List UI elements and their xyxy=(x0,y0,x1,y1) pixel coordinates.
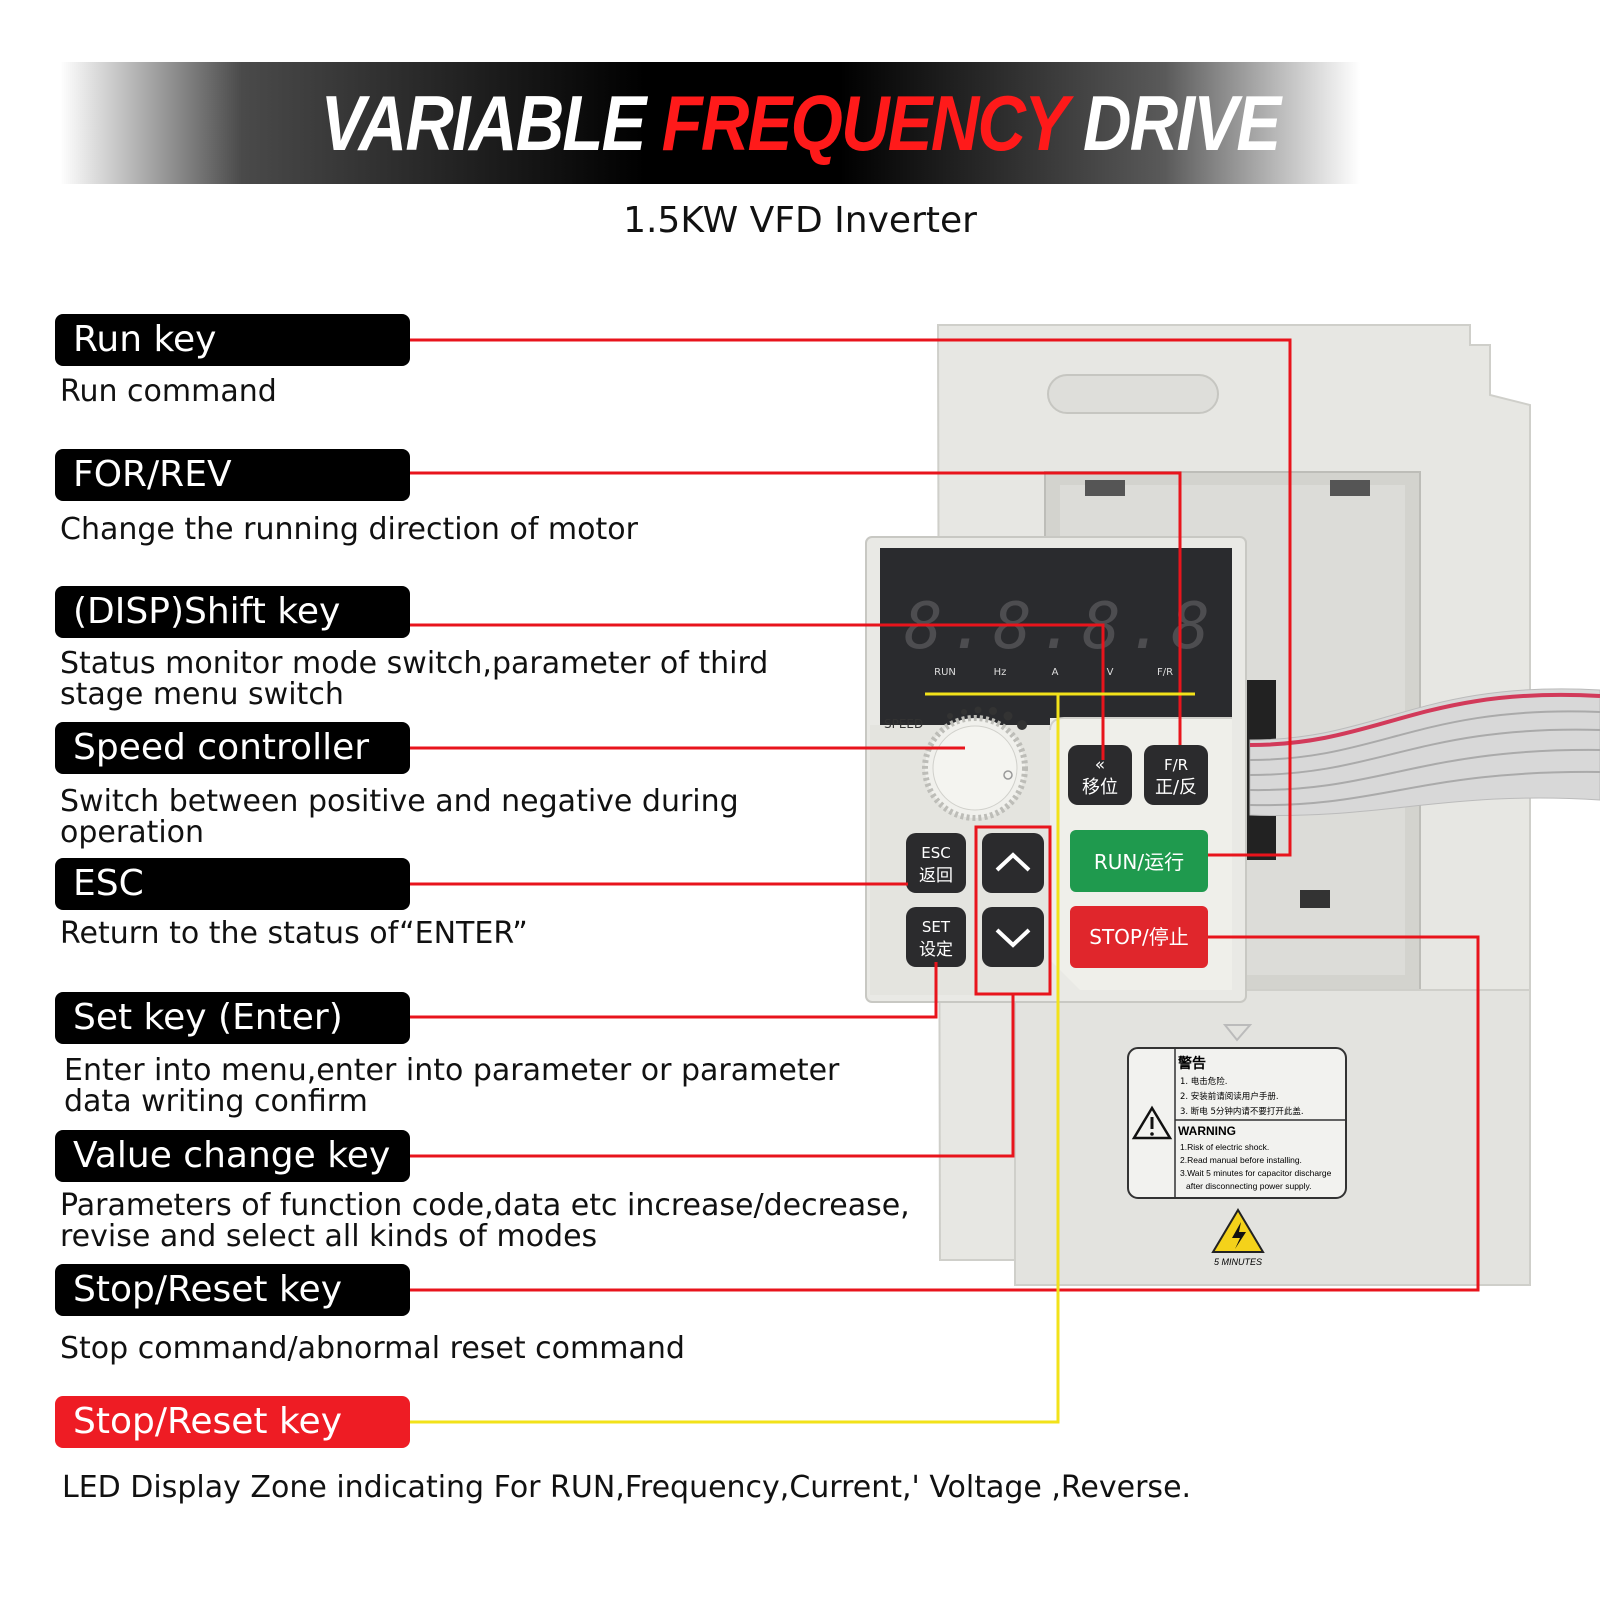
callout-run-key-desc: Run command xyxy=(60,374,277,409)
warning-caption: 5 MINUTES xyxy=(1214,1257,1262,1267)
fr-key-sublabel: 正/反 xyxy=(1155,777,1197,798)
set-key[interactable]: SET 设定 xyxy=(906,907,966,967)
callout-shift-key: (DISP)Shift key xyxy=(55,586,410,638)
warning-label: 警告 1. 电击危险. 2. 安装前请阅读用户手册. 3. 断电 5分钟内请不要… xyxy=(1127,1047,1347,1267)
electric-hazard-icon xyxy=(1131,1105,1173,1140)
callout-stop-reset-key: Stop/Reset key xyxy=(55,1264,410,1316)
page-title: VARIABLE FREQUENCY DRIVE xyxy=(320,79,1282,167)
leader-lines xyxy=(410,338,1480,1292)
up-key[interactable] xyxy=(982,833,1044,893)
callout-esc-desc: Return to the status of“ENTER” xyxy=(60,916,528,951)
leader-set xyxy=(410,962,938,1019)
callout-set-key-desc: Enter into menu,enter into parameter or … xyxy=(64,1053,840,1119)
callout-esc: ESC xyxy=(55,858,410,910)
warning-en-line: after disconnecting power supply. xyxy=(1186,1181,1312,1191)
fr-key-label: F/R xyxy=(1164,756,1188,774)
callout-set-key: Set key (Enter) xyxy=(55,992,410,1044)
leader-for-rev xyxy=(410,471,1182,745)
led-display: 8.8.8.8 RUN Hz A V F/R xyxy=(904,590,1216,678)
leader-stop xyxy=(410,935,1480,1292)
callout-stop-reset-key-desc: Stop command/abnormal reset command xyxy=(60,1331,685,1366)
shift-key-symbol: « xyxy=(1095,755,1105,775)
esc-key-sublabel: 返回 xyxy=(919,866,953,886)
set-key-label: SET xyxy=(922,918,951,936)
chevron-up-icon xyxy=(995,852,1031,872)
callout-led-display-desc: LED Display Zone indicating For RUN,Freq… xyxy=(62,1470,1192,1505)
callout-value-change-key: Value change key xyxy=(55,1130,410,1182)
high-voltage-icon xyxy=(1211,1208,1265,1253)
chevron-down-icon xyxy=(995,928,1031,948)
set-key-sublabel: 设定 xyxy=(919,940,953,960)
speed-label: SPEED xyxy=(884,717,923,731)
run-key-label: RUN/运行 xyxy=(1094,850,1184,874)
warning-cn-line: 1. 电击危险. xyxy=(1180,1076,1228,1087)
leader-value xyxy=(410,994,1015,1158)
warning-en-title: WARNING xyxy=(1178,1124,1236,1138)
callout-run-key: Run key xyxy=(55,314,410,366)
callout-speed-controller: Speed controller xyxy=(55,722,410,774)
leader-shift xyxy=(410,623,1105,760)
indicator-run: RUN xyxy=(934,667,956,678)
ribbon-cable xyxy=(1249,688,1600,817)
down-key[interactable] xyxy=(982,907,1044,967)
callout-shift-key-desc: Status monitor mode switch,parameter of … xyxy=(60,646,769,712)
callout-for-rev-desc: Change the running direction of motor xyxy=(60,512,638,547)
callout-speed-controller-desc: Switch between positive and negative dur… xyxy=(60,784,739,850)
warning-en-line: 3.Wait 5 minutes for capacitor discharge xyxy=(1180,1168,1332,1178)
esc-key-label: ESC xyxy=(921,844,950,862)
callout-value-change-key-desc: Parameters of function code,data etc inc… xyxy=(60,1188,910,1254)
indicator-hz: Hz xyxy=(994,667,1007,678)
leader-led-zone xyxy=(410,694,1060,1424)
warning-cn-title: 警告 xyxy=(1178,1055,1206,1072)
stop-key[interactable]: STOP/停止 xyxy=(1070,906,1208,968)
indicator-fr: F/R xyxy=(1157,667,1173,678)
shift-key-label: 移位 xyxy=(1082,777,1118,798)
callout-for-rev: FOR/REV xyxy=(55,449,410,501)
warning-en-line: 2.Read manual before installing. xyxy=(1180,1155,1302,1165)
esc-key[interactable]: ESC 返回 xyxy=(906,833,966,893)
indicator-a: A xyxy=(1052,667,1059,678)
warning-cn-line: 2. 安装前请阅读用户手册. xyxy=(1180,1091,1279,1102)
stop-key-label: STOP/停止 xyxy=(1089,925,1188,949)
run-key[interactable]: RUN/运行 xyxy=(1070,830,1208,892)
leader-run xyxy=(410,338,1292,857)
shift-key[interactable]: « 移位 xyxy=(1068,745,1132,805)
indicator-v: V xyxy=(1107,667,1114,678)
led-digits: 8.8.8.8 xyxy=(904,590,1216,664)
warning-en-line: 1.Risk of electric shock. xyxy=(1180,1142,1269,1152)
page-subtitle: 1.5KW VFD Inverter xyxy=(623,200,977,241)
warning-cn-line: 3. 断电 5分钟内请不要打开此盖. xyxy=(1180,1106,1304,1117)
title-banner xyxy=(60,62,1360,184)
fr-key[interactable]: F/R 正/反 xyxy=(1144,745,1208,805)
callout-led-display: Stop/Reset key xyxy=(55,1396,410,1448)
leader-led xyxy=(410,692,1195,1424)
